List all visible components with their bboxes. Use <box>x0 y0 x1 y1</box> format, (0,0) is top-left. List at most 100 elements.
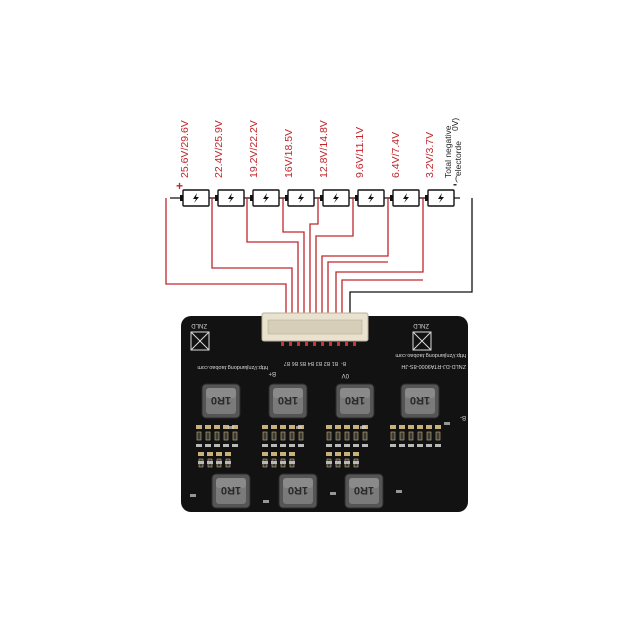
smd-cluster <box>196 425 238 447</box>
balance-wire <box>335 198 424 330</box>
battery-cell <box>355 189 385 207</box>
silkscreen-mark <box>444 422 450 425</box>
balance-wire <box>327 261 388 330</box>
voltage-label-7s: 22.4V/25.9V <box>213 120 225 178</box>
pin-label: B4 <box>308 360 314 366</box>
battery-cell <box>425 189 455 207</box>
battery-cell-string <box>170 189 460 207</box>
balance-wire <box>321 198 389 330</box>
battery-cell <box>320 189 350 207</box>
silkscreen-mark <box>360 426 366 429</box>
total-negative-line2: electorde <box>453 141 463 176</box>
silkscreen-mark <box>396 490 402 493</box>
silkscreen-mark <box>330 492 336 495</box>
brand-mark-right: ZNLD <box>413 322 429 328</box>
smd-cluster <box>262 452 295 468</box>
pin-label: B2 <box>324 360 330 366</box>
solder-pad <box>297 342 300 346</box>
voltage-label-1s: 3.2V/3.7V <box>424 132 436 178</box>
inductor-marking: 1R0 <box>345 394 365 406</box>
board-url-right: http://znjiandong.taobao.com <box>395 352 466 358</box>
lightning-icon <box>263 193 269 203</box>
solder-pad <box>337 342 340 346</box>
total-negative-zero-volt: 0V) <box>450 118 460 131</box>
inductor: 1R0 <box>201 383 241 419</box>
solder-pad <box>281 342 284 346</box>
lightning-icon <box>228 193 234 203</box>
battery-cell <box>390 189 420 207</box>
lightning-icon <box>403 193 409 203</box>
solder-pad <box>345 342 348 346</box>
solder-pad <box>321 342 324 346</box>
negative-marker: - <box>453 177 457 191</box>
battery-cell <box>250 189 280 207</box>
b-minus-label: B- <box>460 414 466 420</box>
voltage-label-2s: 6.4V/7.4V <box>390 132 402 178</box>
silkscreen-mark <box>263 500 269 503</box>
brand-logo-right: ZNLD <box>412 322 432 351</box>
voltage-label-3s: 9.6V/11.1V <box>354 127 366 178</box>
pin-label: B5 <box>300 360 306 366</box>
voltage-label-5s: 16V/18.5V <box>283 129 295 178</box>
smd-cluster <box>198 452 231 468</box>
balancer-board: ZNLD ZNLD http://znjiandong.taobao.com h… <box>181 312 468 512</box>
solder-pad <box>313 342 316 346</box>
balance-wire <box>315 198 354 330</box>
silkscreen-mark <box>228 426 234 429</box>
solder-pad <box>305 342 308 346</box>
pcb <box>181 316 468 512</box>
battery-cell <box>285 189 315 207</box>
lightning-icon <box>438 193 444 203</box>
total-negative-line1: Total negative <box>443 125 453 178</box>
inductor: 1R0 <box>268 383 308 419</box>
pin-label: B1 <box>332 360 338 366</box>
inductor: 1R0 <box>335 383 375 419</box>
positive-marker: + <box>176 179 183 193</box>
total-negative-paren-open: ( <box>455 173 458 183</box>
lightning-icon <box>368 193 374 203</box>
inductor: 1R0 <box>400 383 440 419</box>
voltage-label-4s: 12.8V/14.8V <box>318 120 330 178</box>
solder-pad <box>353 342 356 346</box>
inductor-marking: 1R0 <box>221 484 241 496</box>
balance-wire <box>309 198 319 330</box>
balance-wire <box>165 198 287 330</box>
lightning-icon <box>298 193 304 203</box>
connector-slot <box>267 319 363 335</box>
balance-wire <box>211 198 293 330</box>
voltage-labels: 25.6V/29.6V 22.4V/25.9V 19.2V/22.2V 16V/… <box>179 120 436 178</box>
inductor-marking: 1R0 <box>278 394 298 406</box>
lightning-icon <box>333 193 339 203</box>
pin-label: B3 <box>316 360 322 366</box>
silkscreen-mark <box>296 426 302 429</box>
inductor-marking: 1R0 <box>410 394 430 406</box>
balance-wire <box>282 198 305 330</box>
balance-wires <box>165 198 473 330</box>
balance-wire <box>349 198 473 330</box>
total-negative-label: Total negative electorde ( 0V) <box>443 118 463 183</box>
inductor: 1R0 <box>344 473 384 509</box>
board-model: ZNLD-DJ-RTA9000-8S-JH <box>401 363 466 369</box>
solder-pad <box>329 342 332 346</box>
balance-wire <box>246 198 299 330</box>
inductor-marking: 1R0 <box>288 484 308 496</box>
board-url-left: http://znjiandong.taobao.com <box>197 364 268 370</box>
battery-cell <box>215 189 245 207</box>
inductor: 1R0 <box>278 473 318 509</box>
brand-logo-left: ZNLD <box>190 322 210 351</box>
smd-components <box>190 422 450 503</box>
pin-label: B7 <box>284 360 290 366</box>
smd-cluster <box>390 425 441 447</box>
smd-cluster <box>326 425 368 447</box>
voltage-label-6s: 19.2V/22.2V <box>248 120 260 178</box>
voltage-label-8s: 25.6V/29.6V <box>179 120 191 178</box>
silkscreen-mark <box>190 494 196 497</box>
inductor-marking: 1R0 <box>211 394 231 406</box>
brand-mark-left: ZNLD <box>191 322 207 328</box>
inductor: 1R0 <box>211 473 251 509</box>
b-plus-label: B+ <box>268 370 276 376</box>
inductor-marking: 1R0 <box>354 484 374 496</box>
pin-label: B6 <box>292 360 298 366</box>
